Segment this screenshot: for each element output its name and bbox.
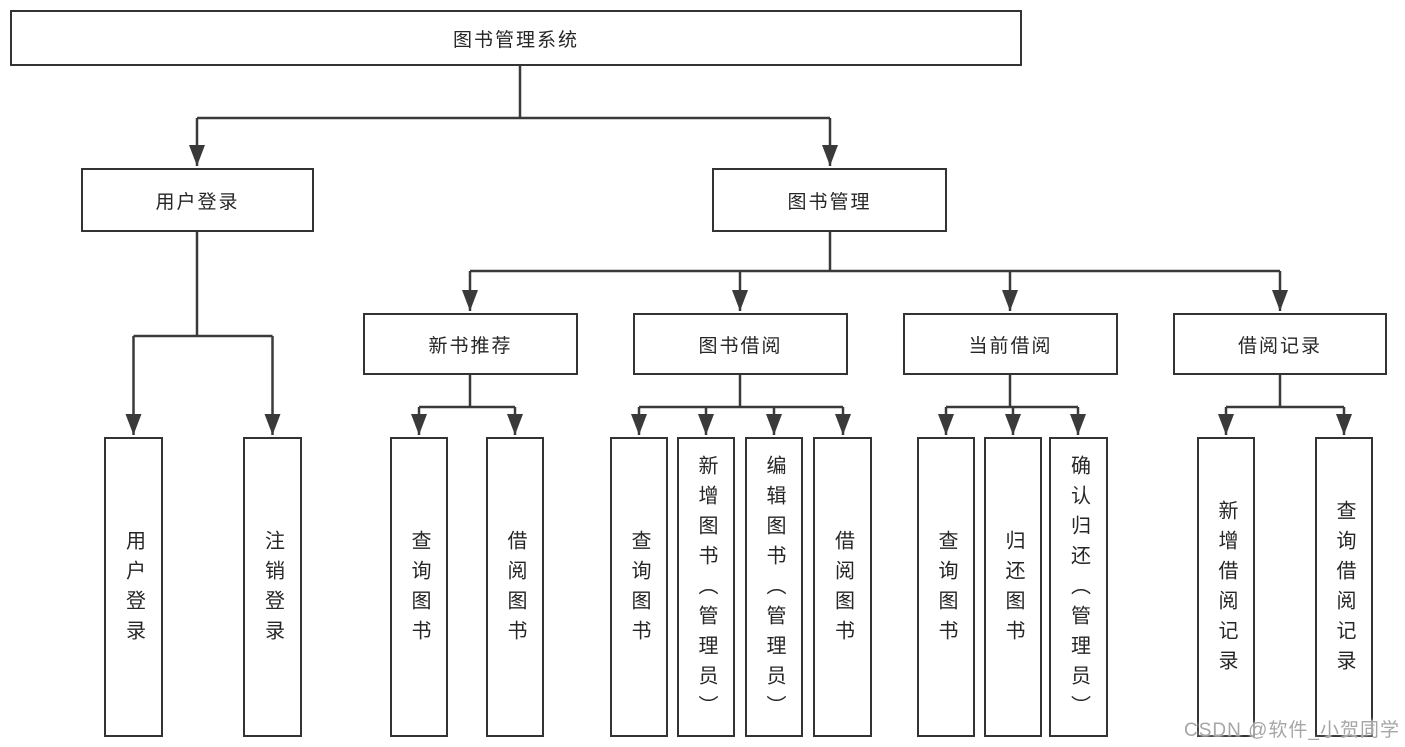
node-book-borrow: 图书借阅: [633, 313, 848, 375]
leaf-records-add-borrow-record: 新增借阅记录: [1197, 437, 1255, 737]
node-library-management-system: 图书管理系统: [10, 10, 1022, 66]
node-new-book-recommend: 新书推荐: [363, 313, 578, 375]
leaf-borrow-edit-books-admin: 编辑图书（管理员）: [745, 437, 803, 737]
node-borrow-records: 借阅记录: [1173, 313, 1387, 375]
watermark: CSDN @软件_小贺同学: [1184, 720, 1400, 741]
leaf-current-query-books: 查询图书: [917, 437, 975, 737]
leaf-borrow-borrow-books: 借阅图书: [813, 437, 872, 737]
leaf-logout: 注销登录: [243, 437, 302, 737]
leaf-recommend-borrow-books: 借阅图书: [486, 437, 544, 737]
node-user-login-group: 用户登录: [81, 168, 314, 232]
leaf-borrow-add-books-admin: 新增图书（管理员）: [677, 437, 735, 737]
node-book-management-group: 图书管理: [712, 168, 947, 232]
leaf-records-query-borrow-record: 查询借阅记录: [1315, 437, 1373, 737]
leaf-current-return-books: 归还图书: [984, 437, 1042, 737]
leaf-current-confirm-return-admin: 确认归还（管理员）: [1049, 437, 1108, 737]
leaf-user-login: 用户登录: [104, 437, 163, 737]
node-current-borrow: 当前借阅: [903, 313, 1118, 375]
leaf-recommend-query-books: 查询图书: [390, 437, 448, 737]
leaf-borrow-query-books: 查询图书: [610, 437, 668, 737]
